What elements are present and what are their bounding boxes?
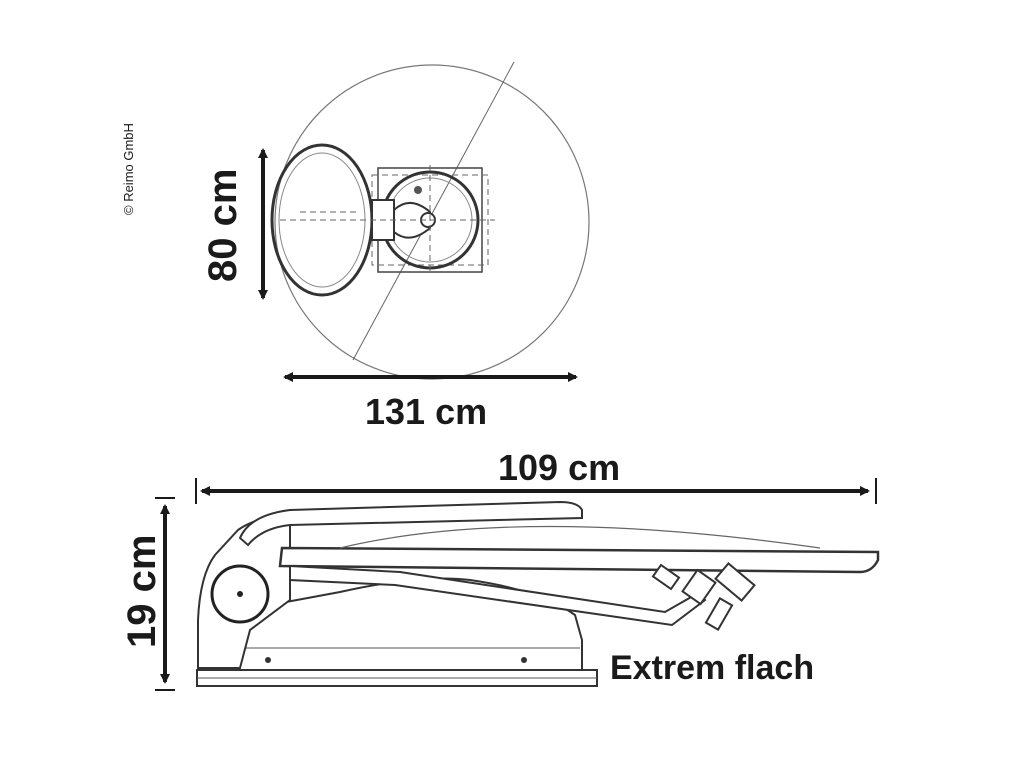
upper-cover [238,500,583,547]
lift-arm [289,564,707,627]
top-width-label: 131 cm [365,391,487,432]
open-lid [278,546,880,574]
diagonal-line [352,61,515,361]
top-view: 80 cm 131 cm [201,61,590,432]
side-view: 109 cm 19 cm Extrem flach [120,447,880,691]
copyright-text: © Reimo GmbH [121,123,136,215]
crank-unit [651,562,756,631]
top-height-label: 80 cm [201,169,245,282]
side-height-label: 19 cm [120,535,164,648]
side-length-label: 109 cm [498,447,620,488]
caption-extrem-flach: Extrem flach [610,649,814,687]
